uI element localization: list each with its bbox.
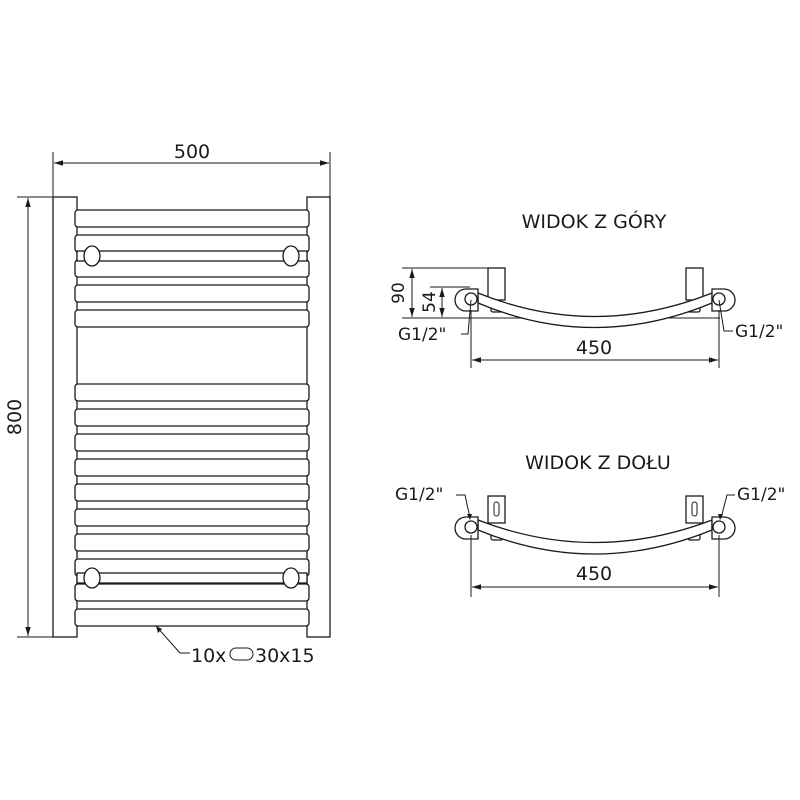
wall-bracket-right	[685, 267, 704, 301]
wall-bracket-left	[487, 267, 506, 301]
bottom-view: WIDOK Z DOŁU G1/2" G1/2"	[395, 452, 785, 597]
top-spacing-label: 450	[576, 337, 612, 359]
left-post	[52, 196, 78, 638]
front-view: 500 800	[4, 141, 331, 667]
horizontal-bars	[74, 209, 310, 627]
lower-towel-rail	[76, 567, 308, 589]
upper-towel-rail	[76, 245, 308, 267]
width-dimension: 500	[52, 141, 331, 200]
tube-count: 10x	[191, 645, 226, 667]
curved-bar-bottom	[477, 519, 713, 555]
tube-size: 30x15	[255, 645, 315, 667]
curved-bar-top	[477, 292, 713, 329]
connection-fitting-right	[711, 516, 736, 540]
connection-fitting-left	[454, 516, 479, 540]
connection-fitting-right	[711, 288, 736, 312]
bottom-spacing-label: 450	[576, 563, 612, 585]
bottom-view-title: WIDOK Z DOŁU	[525, 452, 671, 474]
top-connection-right-label: G1/2"	[735, 322, 783, 342]
bottom-connection-left-label: G1/2"	[395, 485, 443, 505]
depth-connection-label: 54	[420, 291, 440, 313]
top-view: WIDOK Z GÓRY 90 54 G1/2" G1/2"	[389, 209, 783, 368]
depth-total-label: 90	[389, 282, 409, 304]
width-dim-label: 500	[174, 141, 210, 163]
right-post	[306, 196, 331, 638]
oval-profile-icon	[229, 647, 254, 661]
connection-fitting-left	[454, 288, 479, 312]
tube-callout: 10x 30x15	[155, 625, 315, 667]
height-dim-label: 800	[4, 399, 26, 435]
height-dimension: 800	[4, 196, 77, 638]
top-view-title: WIDOK Z GÓRY	[522, 209, 667, 233]
top-connection-left-label: G1/2"	[398, 325, 446, 345]
bottom-connection-right-label: G1/2"	[737, 485, 785, 505]
